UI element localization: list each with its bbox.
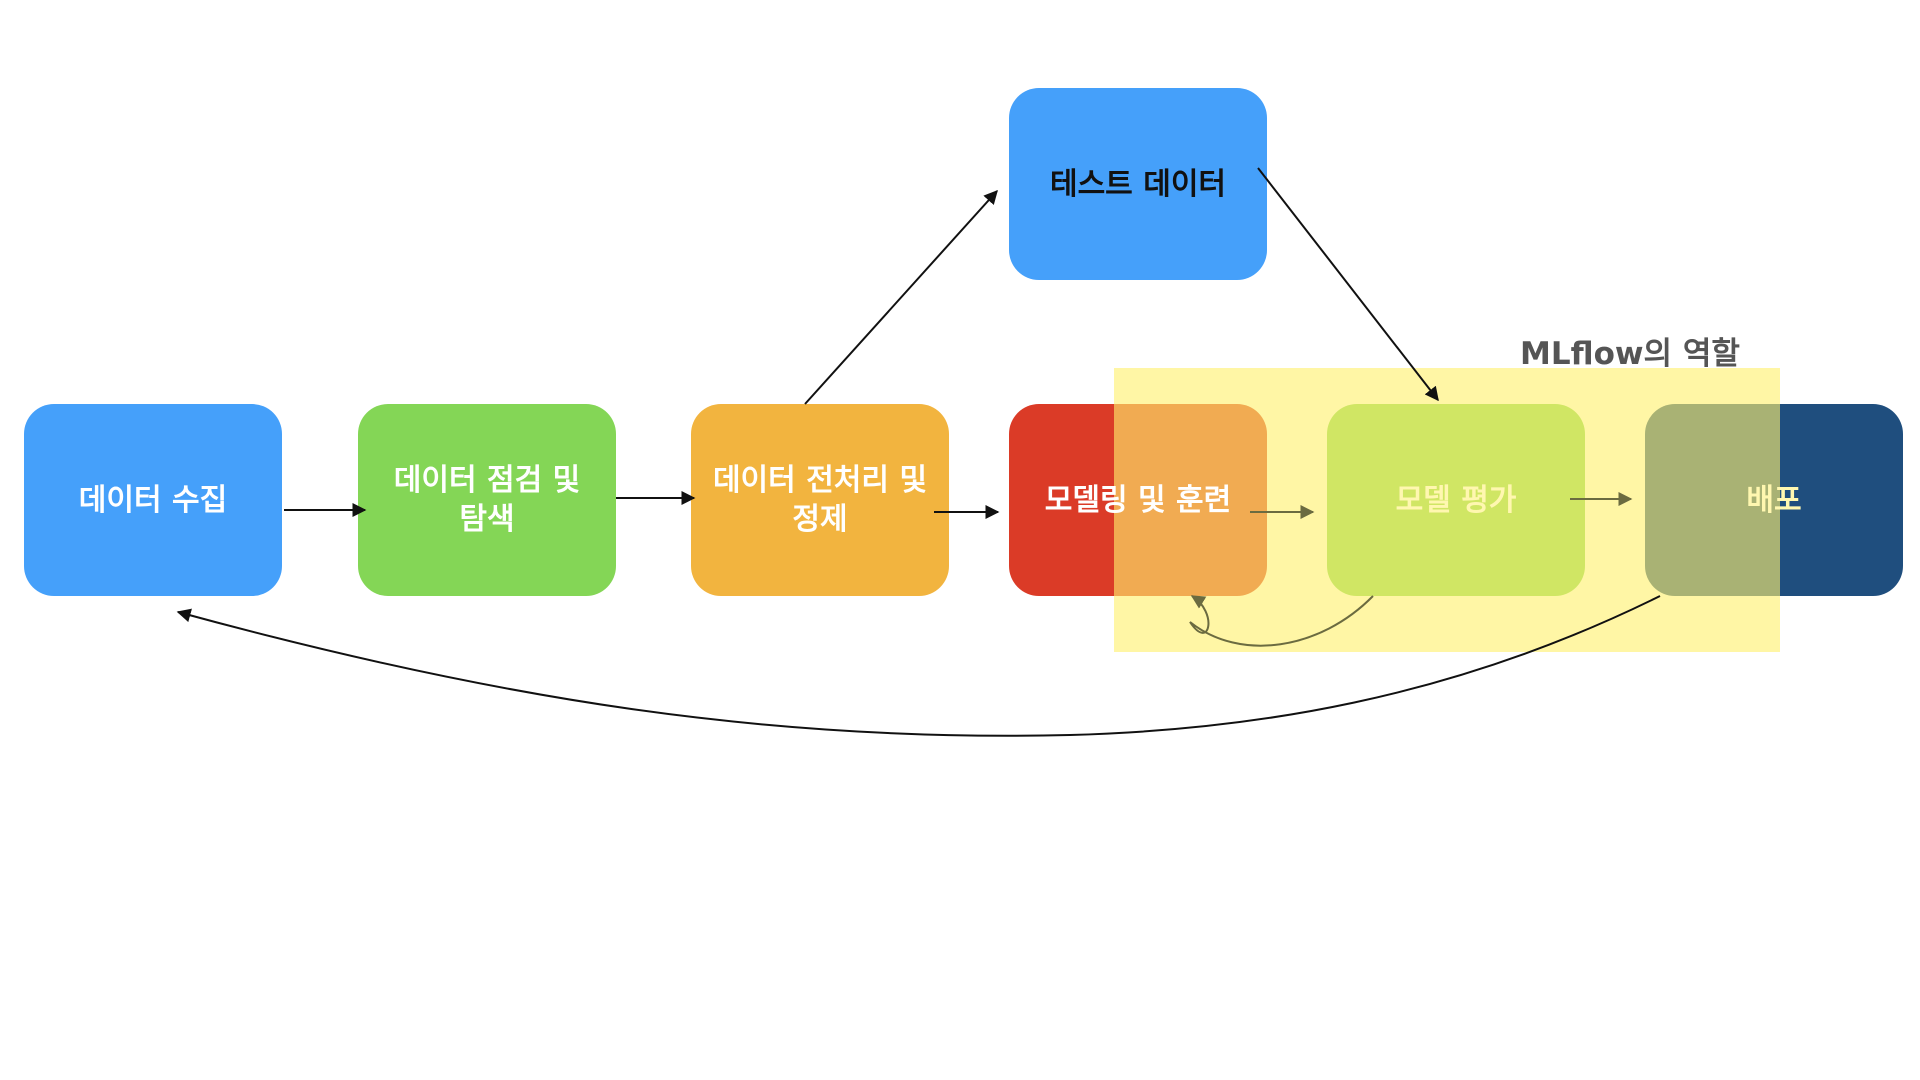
mlflow-role-title: MLflow의 역할	[1520, 336, 1740, 372]
node-model-evaluation-label: 모델 평가	[1395, 482, 1517, 518]
arrow-eval-to-train-feedback	[1189, 595, 1374, 647]
arrow-preproc-to-test	[804, 189, 998, 405]
node-data-inspection-label-line2: 탐색	[459, 502, 515, 537]
node-modeling-training-label-wrap: 모델링 및 훈련	[1009, 404, 1267, 596]
arrow-test-to-eval	[1257, 167, 1439, 402]
node-data-inspection: 데이터 점검 및 탐색	[358, 404, 616, 596]
node-test-data-label: 테스트 데이터	[1049, 166, 1227, 202]
node-deployment-label: 배포	[1746, 482, 1802, 518]
node-modeling-training-label: 모델링 및 훈련	[1044, 482, 1232, 518]
node-data-collection-label: 데이터 수집	[78, 482, 228, 518]
node-data-inspection-label-line1: 데이터 점검 및	[393, 463, 581, 498]
node-model-evaluation-label-wrap: 모델 평가	[1327, 404, 1585, 596]
node-data-preprocessing: 데이터 전처리 및 정제	[691, 404, 949, 596]
arrow-deploy-to-collect	[176, 595, 1661, 737]
node-test-data: 테스트 데이터	[1009, 88, 1267, 280]
node-data-collection: 데이터 수집	[24, 404, 282, 596]
mlflow-highlight-region	[1114, 368, 1780, 652]
node-deployment-label-wrap: 배포	[1645, 404, 1903, 596]
node-data-preprocessing-label-line1: 데이터 전처리 및	[712, 463, 928, 498]
node-data-preprocessing-label-line2: 정제	[792, 502, 848, 537]
